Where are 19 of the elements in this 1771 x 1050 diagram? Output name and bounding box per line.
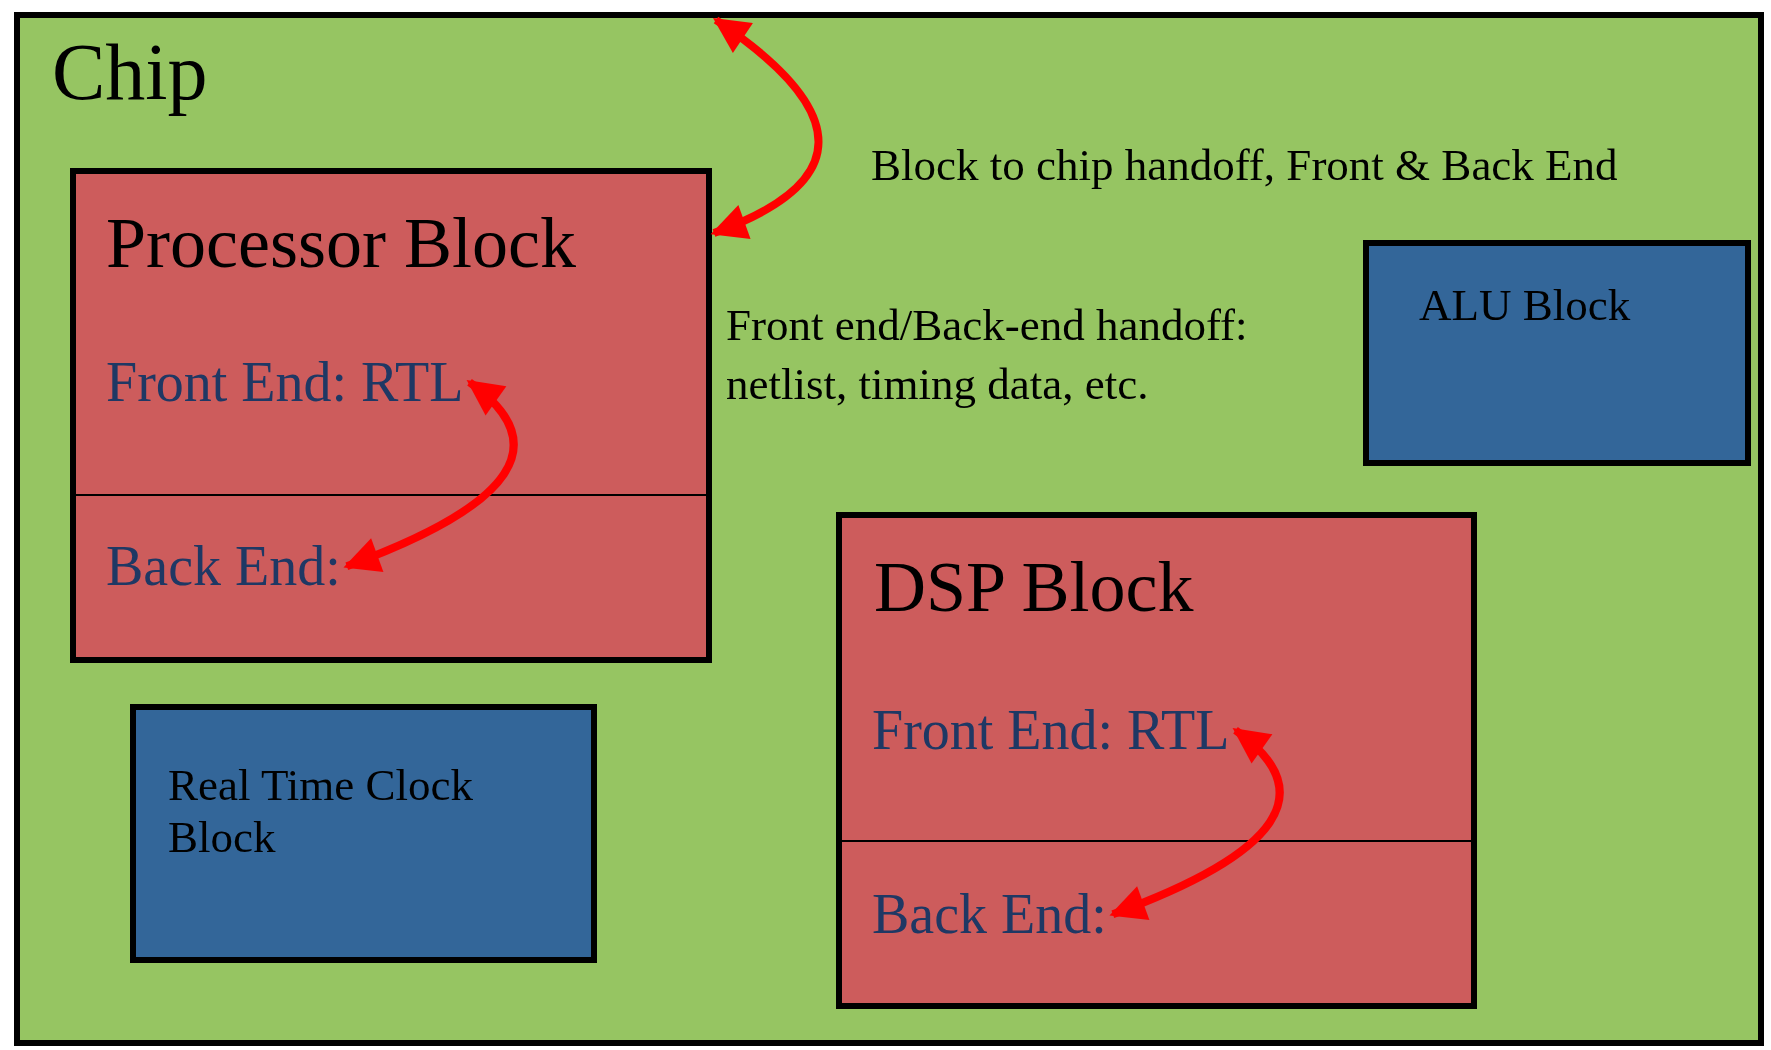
- block-box: [836, 512, 1477, 1009]
- double-arrow: [1109, 727, 1284, 920]
- block-title: Real Time Clock Block: [168, 760, 475, 864]
- chip-outline: [14, 12, 1764, 1046]
- section-label: Back End:: [106, 534, 341, 599]
- block-box: [130, 704, 597, 963]
- section-label: Front End: RTL: [872, 698, 1230, 763]
- double-arrow: [343, 379, 518, 572]
- block-title: Chip: [52, 27, 208, 118]
- block-box: [1363, 240, 1751, 466]
- block-title: Processor Block: [106, 202, 576, 285]
- block-title: DSP Block: [874, 546, 1194, 629]
- section-label: Back End:: [872, 882, 1107, 947]
- edge-label: Block to chip handoff, Front & Back End: [871, 139, 1618, 192]
- section-label: Front End: RTL: [106, 350, 464, 415]
- edge-label: Front end/Back-end handoff: netlist, timing data, etc.: [726, 299, 1249, 411]
- block-box: [70, 168, 712, 663]
- double-arrow: [710, 16, 823, 238]
- block-title: ALU Block: [1419, 280, 1631, 332]
